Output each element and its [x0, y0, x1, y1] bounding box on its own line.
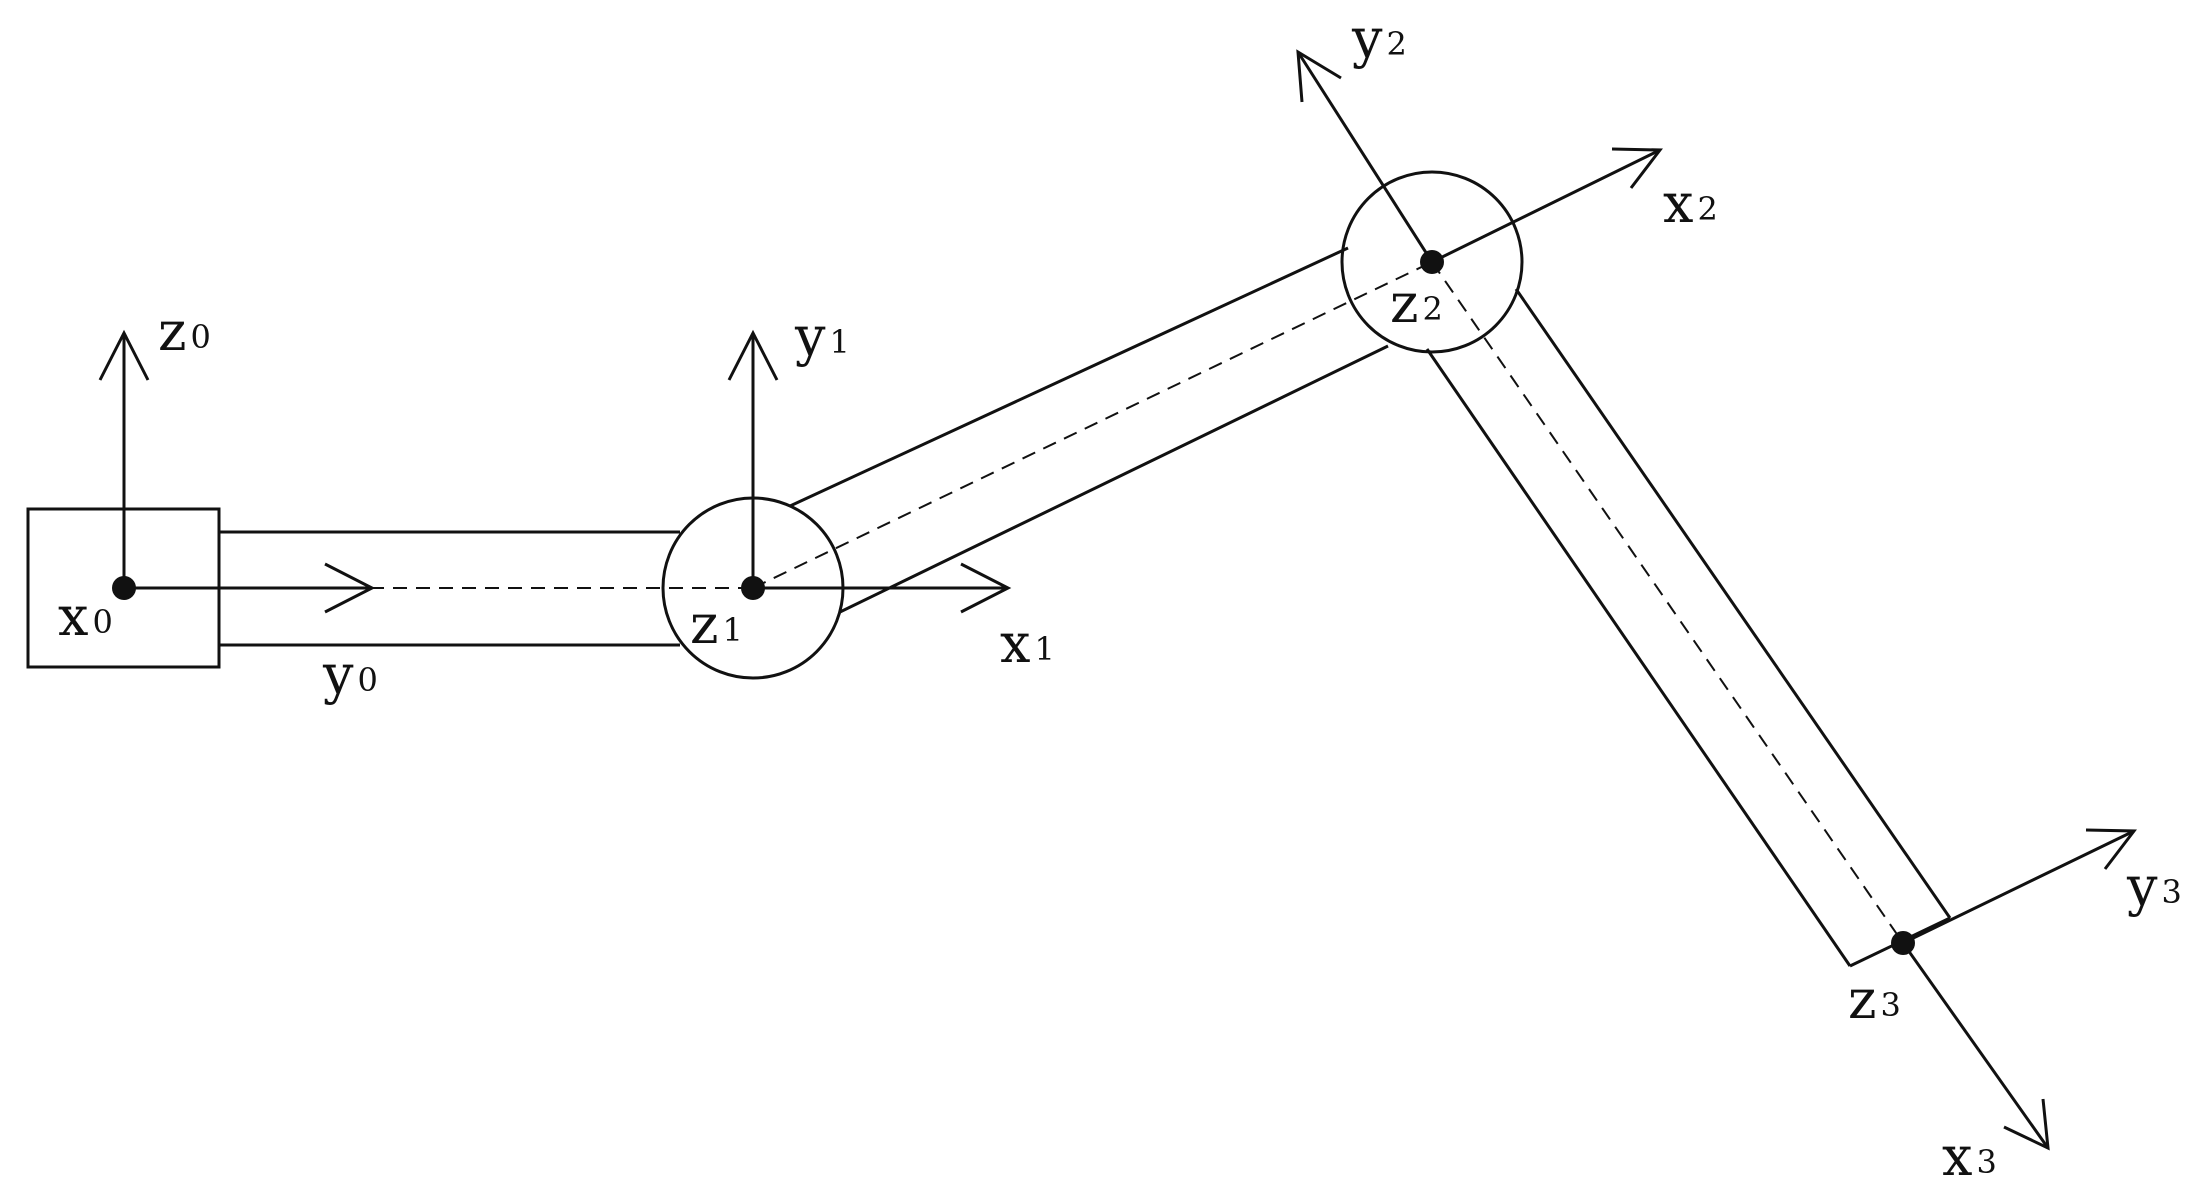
joint-2-circle: [1340, 170, 1524, 354]
link-1: [752, 246, 1433, 614]
frame-0-axes: [98, 329, 376, 614]
frame-3-axes: [1891, 828, 2137, 1151]
frame-1-axes: [727, 329, 1012, 614]
frame-2-axes: [1296, 49, 1663, 274]
link-2: [1425, 261, 1952, 968]
link-0: [219, 530, 753, 647]
